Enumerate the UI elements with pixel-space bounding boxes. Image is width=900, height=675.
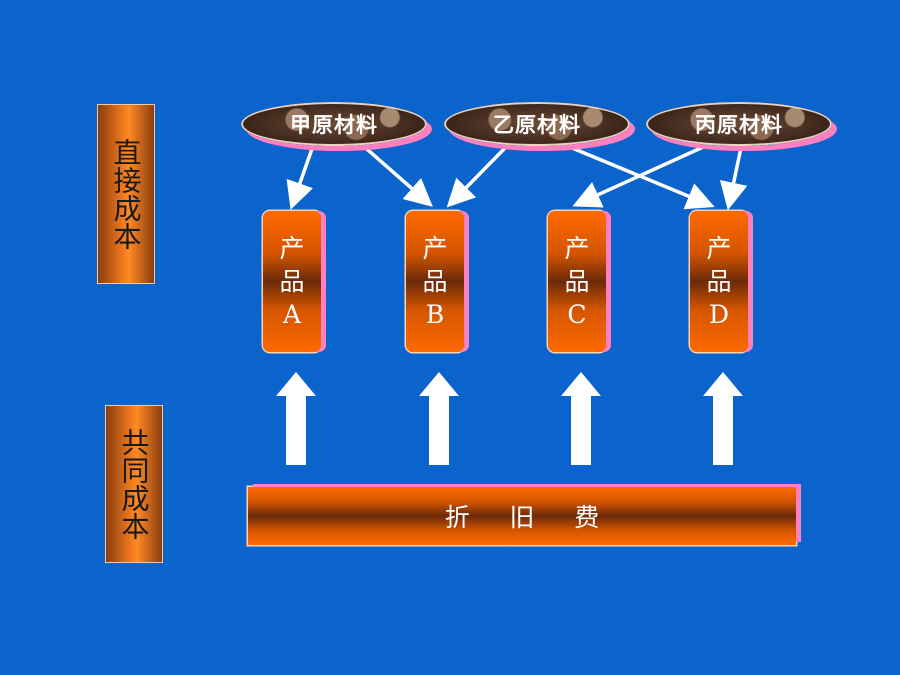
up-arrow-to-product-d [703, 372, 743, 465]
product-a-letter: A [282, 300, 302, 329]
material-bing: 丙原材料 [646, 102, 832, 146]
material-yi-label: 乙原材料 [493, 113, 581, 137]
product-c: 产 品 C [548, 211, 606, 352]
product-d-line1: 产 [706, 234, 732, 263]
depreciation-bar: 折 旧 费 [248, 487, 796, 545]
link-material-b-to-product-d [559, 141, 715, 210]
up-arrow-to-product-a [276, 372, 316, 465]
product-b-letter: B [425, 300, 445, 329]
direct-cost-label: 直接成本 [97, 104, 155, 284]
product-c-line2: 品 [564, 267, 590, 296]
product-d-letter: D [708, 300, 730, 329]
material-yi: 乙原材料 [444, 102, 630, 146]
material-bing-label: 丙原材料 [695, 113, 783, 137]
product-b-line2: 品 [422, 267, 448, 296]
product-c-line1: 产 [564, 234, 590, 263]
up-arrow-to-product-c [561, 372, 601, 465]
material-jia-label: 甲原材料 [290, 113, 378, 137]
link-material-c-to-product-d [719, 142, 748, 211]
product-a-line1: 产 [279, 234, 305, 263]
depreciation-label: 折 旧 费 [444, 503, 600, 532]
up-arrow-to-product-b [419, 372, 459, 465]
link-material-a-to-product-b [358, 141, 433, 207]
product-a-line2: 品 [279, 267, 305, 296]
link-material-a-to-product-a [286, 142, 316, 210]
material-jia: 甲原材料 [241, 102, 427, 146]
common-cost-label: 共同成本 [105, 405, 163, 563]
product-b: 产 品 B [406, 211, 464, 352]
product-d: 产 品 D [690, 211, 748, 352]
product-a: 产 品 A [263, 211, 321, 352]
link-material-c-to-product-c [572, 141, 713, 208]
product-d-line2: 品 [706, 267, 732, 296]
link-material-b-to-product-b [446, 141, 512, 208]
product-c-letter: C [567, 300, 587, 329]
product-b-line1: 产 [422, 234, 448, 263]
